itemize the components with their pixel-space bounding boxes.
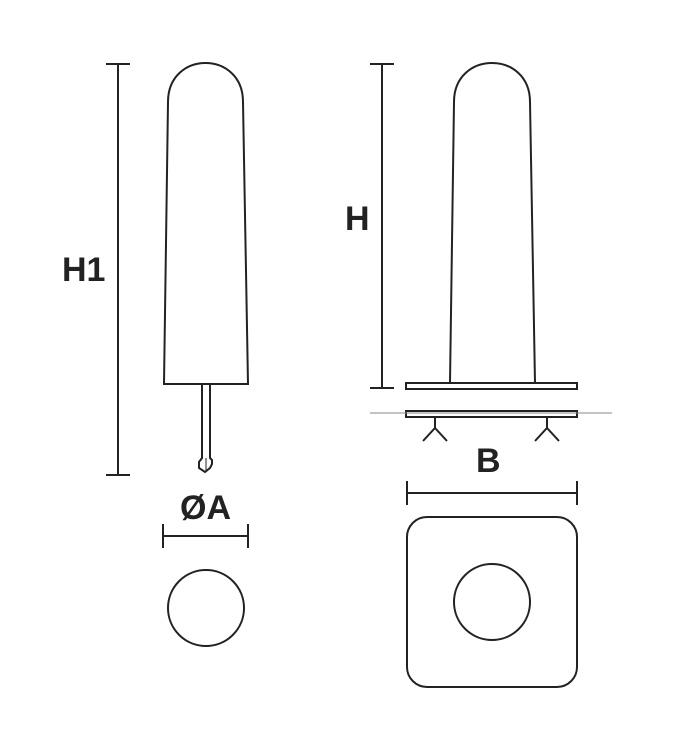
square-base-outline (407, 517, 577, 687)
anchor-right (535, 417, 559, 441)
bollard-body-left (164, 63, 248, 384)
round-top-view (168, 570, 244, 646)
bollard-circle-top (454, 564, 530, 640)
h-dimension-line (370, 64, 394, 388)
left-bollard-view (106, 63, 248, 475)
diameter-a-label: ØA (180, 489, 231, 527)
h1-label: H1 (62, 251, 106, 289)
ground-spike (199, 384, 212, 472)
bollard-body-right (450, 63, 535, 383)
anchor-left (423, 417, 447, 441)
square-top-view (407, 517, 577, 687)
b-label: B (476, 442, 501, 480)
base-plate-top (406, 383, 577, 389)
base-plate-bottom (406, 411, 577, 417)
b-dimension (407, 481, 577, 505)
diameter-a-dimension (163, 524, 248, 548)
right-bollard-view (370, 63, 577, 441)
h-label: H (345, 200, 370, 238)
h1-dimension-line (106, 64, 130, 475)
